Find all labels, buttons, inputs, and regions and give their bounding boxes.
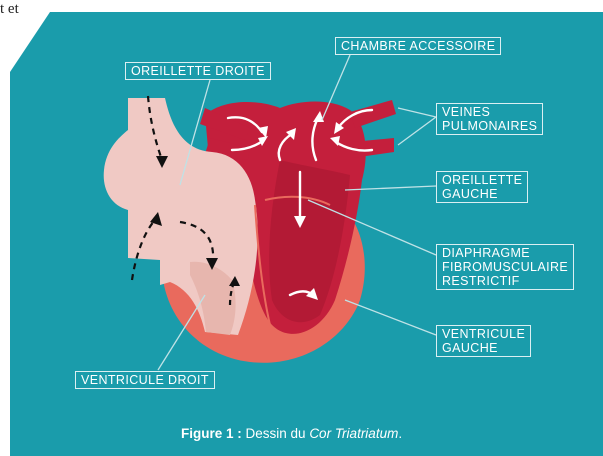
caption-suffix: . (398, 426, 402, 441)
label-right-ventricle: VENTRICULE DROIT (75, 371, 215, 389)
label-line: VEINES (442, 105, 537, 119)
label-diaphragm: DIAPHRAGME FIBROMUSCULAIRE RESTRICTIF (436, 244, 574, 290)
label-line: FIBROMUSCULAIRE (442, 260, 568, 274)
label-left-ventricle: VENTRICULE GAUCHE (436, 325, 531, 357)
label-line: VENTRICULE (442, 327, 525, 341)
label-line: RESTRICTIF (442, 274, 568, 288)
label-line: PULMONAIRES (442, 119, 537, 133)
label-accessory-chamber: CHAMBRE ACCESSOIRE (335, 37, 501, 55)
label-line: GAUCHE (442, 187, 522, 201)
label-line: OREILLETTE (442, 173, 522, 187)
figure-caption: Figure 1 : Dessin du Cor Triatriatum. (181, 426, 402, 441)
label-line: DIAPHRAGME (442, 246, 568, 260)
label-pulmonary-veins: VEINES PULMONAIRES (436, 103, 543, 135)
label-line: GAUCHE (442, 341, 525, 355)
caption-text: Dessin du (242, 426, 310, 441)
caption-prefix: Figure 1 : (181, 426, 242, 441)
label-right-atrium: OREILLETTE DROITE (125, 62, 271, 80)
label-left-atrium: OREILLETTE GAUCHE (436, 171, 528, 203)
caption-emphasis: Cor Triatriatum (309, 426, 398, 441)
